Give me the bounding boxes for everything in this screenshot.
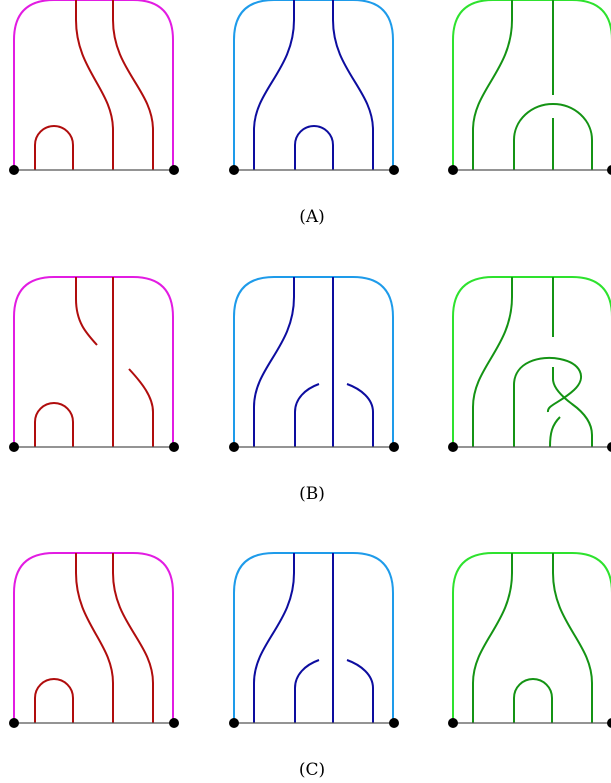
caption-a: (A) [299, 207, 325, 227]
endpoint-dot [448, 718, 458, 728]
twist-strand [75, 553, 114, 723]
spread-strand [472, 0, 513, 170]
cap-strand [513, 678, 553, 723]
spread-strand [253, 553, 295, 723]
arch-strand [513, 103, 593, 170]
crossing-strand [552, 367, 593, 447]
row-b: (B) [9, 276, 611, 504]
broken-arch-left [294, 659, 320, 723]
endpoint-dot [229, 442, 239, 452]
panel-a1 [9, 0, 179, 175]
endpoint-dot [9, 718, 19, 728]
frame-arc [13, 0, 174, 170]
endpoint-dot [9, 442, 19, 452]
row-a: (A) [9, 0, 611, 227]
twist-strand [75, 0, 114, 170]
frame-arc [233, 552, 394, 723]
endpoint-dot [169, 442, 179, 452]
row-c: (C) [9, 552, 611, 780]
panel-b2 [229, 276, 399, 452]
caption-c: (C) [299, 760, 325, 780]
spread-strand [472, 277, 513, 447]
frame-arc [233, 276, 394, 447]
panel-c3 [448, 552, 611, 728]
spread-strand [472, 553, 513, 723]
endpoint-dot [389, 718, 399, 728]
endpoint-dot [607, 442, 611, 452]
endpoint-dot [448, 442, 458, 452]
endpoint-dot [607, 718, 611, 728]
cap-strand [34, 125, 74, 170]
endpoint-dot [229, 718, 239, 728]
panel-c2 [229, 552, 399, 728]
cap-strand [34, 678, 74, 723]
endpoint-dot [389, 442, 399, 452]
frame-arc [13, 552, 174, 723]
broken-arch-left [294, 383, 320, 447]
panel-c1 [9, 552, 179, 728]
frame-arc [452, 0, 611, 170]
panel-a3 [448, 0, 611, 175]
panel-b3 [448, 276, 611, 452]
broken-strand-upper [75, 277, 98, 346]
caption-b: (B) [299, 484, 325, 504]
cap-strand [294, 125, 334, 170]
panel-a2 [229, 0, 399, 175]
twist-strand [112, 553, 154, 723]
frame-arc [452, 552, 611, 723]
broken-strand-lower [128, 368, 154, 447]
frame-arc [13, 276, 174, 447]
endpoint-dot [389, 165, 399, 175]
frame-arc [452, 276, 611, 447]
cap-strand [34, 402, 74, 447]
panel-b1 [9, 276, 179, 452]
spread-strand [253, 277, 295, 447]
broken-arch-right [346, 383, 374, 447]
spread-strand [253, 0, 295, 170]
spread-strand [552, 553, 593, 723]
broken-arch-right [346, 659, 374, 723]
twist-strand [112, 0, 154, 170]
loop-strand [513, 357, 582, 447]
endpoint-dot [229, 165, 239, 175]
endpoint-dot [169, 165, 179, 175]
lower-twist [549, 416, 561, 448]
endpoint-dot [607, 165, 611, 175]
endpoint-dot [448, 165, 458, 175]
frame-arc [233, 0, 394, 170]
endpoint-dot [9, 165, 19, 175]
spread-strand [332, 0, 374, 170]
endpoint-dot [169, 718, 179, 728]
